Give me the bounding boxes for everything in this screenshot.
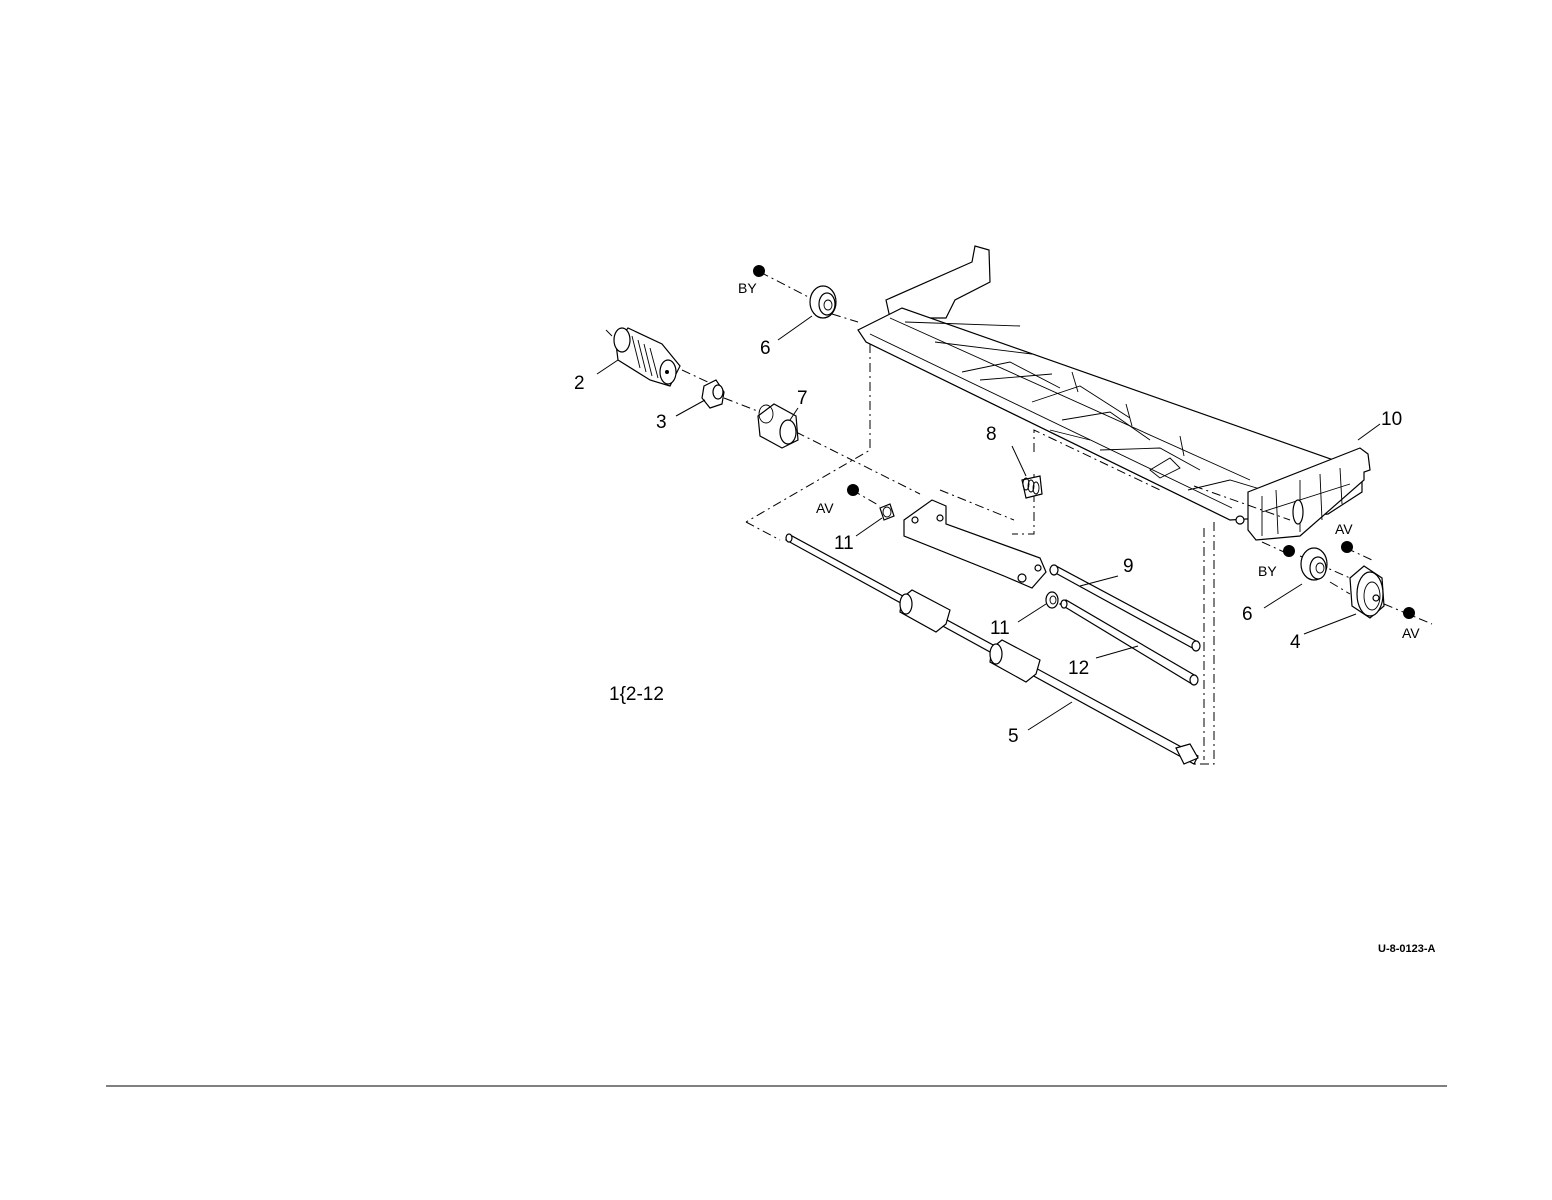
roller-part-7	[758, 404, 798, 448]
spring-part-8	[1022, 476, 1042, 498]
code-av-right: AV	[1335, 521, 1353, 537]
callout-4: 4	[1290, 632, 1301, 653]
bushing-part-11-lower	[1046, 592, 1058, 608]
code-by-lower: BY	[1258, 563, 1277, 579]
coupling-part-3	[702, 380, 724, 408]
ref-dot-av-lower	[1403, 607, 1415, 619]
callout-8: 8	[986, 424, 997, 445]
tray-frame-part-10	[858, 246, 1370, 540]
callout-10: 10	[1381, 409, 1402, 430]
callout-6-upper: 6	[760, 338, 771, 359]
callout-11-lower: 11	[990, 618, 1010, 639]
bushing-part-11-upper	[880, 504, 894, 520]
parts-range-label: 1{2-12	[609, 684, 664, 705]
ref-dot-by-upper	[753, 265, 765, 277]
code-av-lower: AV	[1402, 625, 1420, 641]
callout-2: 2	[574, 373, 585, 394]
ref-dot-av-right	[1341, 541, 1353, 553]
callout-11-upper: 11	[834, 533, 854, 554]
callout-12: 12	[1068, 658, 1089, 679]
callout-7: 7	[797, 388, 808, 409]
bracket	[904, 500, 1046, 588]
code-by-upper: BY	[738, 280, 757, 296]
figure-id: U-8-0123-A	[1378, 943, 1436, 955]
callout-3: 3	[656, 412, 667, 433]
bearing-part-6-upper	[810, 286, 836, 318]
callout-9: 9	[1123, 556, 1134, 577]
ref-dot-by-lower	[1283, 545, 1295, 557]
code-av-upper: AV	[816, 500, 834, 516]
pulley-part-4	[1350, 566, 1384, 618]
callout-5: 5	[1008, 726, 1019, 747]
ref-dot-av-upper	[847, 484, 859, 496]
callout-6-lower: 6	[1242, 604, 1253, 625]
bearing-part-6-lower	[1301, 548, 1327, 580]
clutch-part-2	[606, 328, 680, 386]
